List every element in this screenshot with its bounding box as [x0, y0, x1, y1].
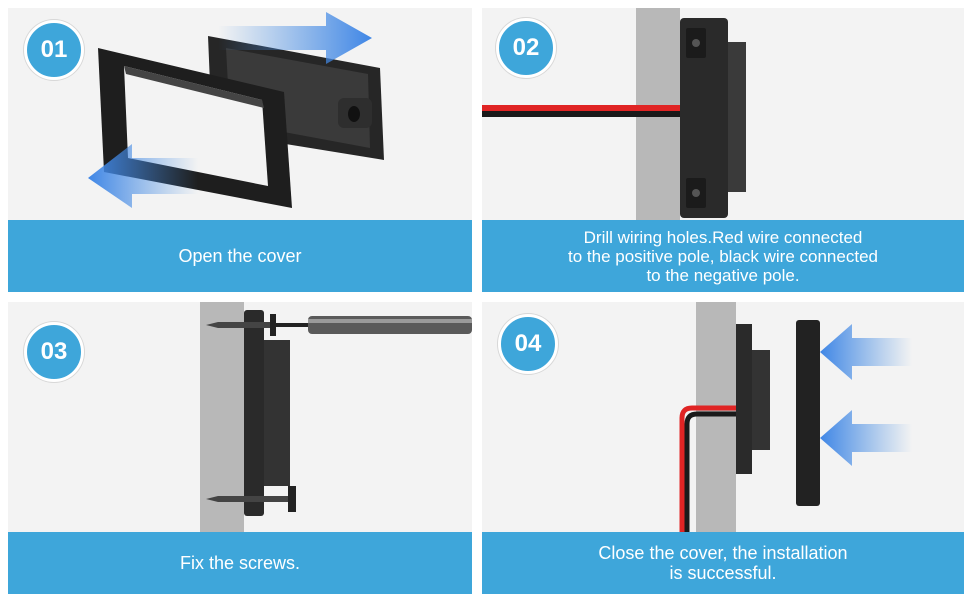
caption-line: Drill wiring holes.Red wire connected [583, 227, 863, 247]
step-caption: Fix the screws. [8, 532, 472, 594]
fix-screws-illustration [200, 302, 472, 532]
wire-pair [679, 405, 736, 532]
caption-text: Open the cover [178, 246, 302, 266]
step-number-badge: 04 [498, 314, 558, 374]
step-caption: Close the cover, the installation is suc… [482, 532, 964, 594]
caption-text: Fix the screws. [179, 553, 301, 573]
device-side [736, 324, 770, 474]
caption-line: to the positive pole, black wire connect… [568, 246, 878, 266]
step-number-badge: 03 [24, 322, 84, 382]
arrow-left-icon [820, 410, 912, 466]
screw-icon [206, 486, 296, 512]
caption-line: Close the cover, the installation [598, 543, 848, 563]
screwdriver-icon [276, 316, 472, 334]
device-side [680, 18, 746, 218]
step-number-badge: 01 [24, 20, 84, 80]
caption-line: to the negative pole. [646, 265, 800, 285]
step-2-panel: 02 Drill wiring holes.Red wire connected… [482, 8, 964, 292]
step-number-badge: 02 [496, 18, 556, 78]
arrow-right-icon [218, 12, 372, 64]
step-1-panel: 01 Open the cover [8, 8, 472, 292]
step-4-panel: 04 Close the cover, the installation is … [482, 302, 964, 594]
arrow-left-icon [820, 324, 912, 380]
arrow-left-icon [88, 144, 198, 208]
wire-pair [482, 105, 712, 117]
cover-frame [796, 320, 820, 506]
wiring-illustration [482, 8, 746, 228]
step-caption: Drill wiring holes.Red wire connected to… [482, 220, 964, 292]
wall [636, 8, 680, 228]
step-3-panel: 03 Fix the screws. [8, 302, 472, 594]
wall [696, 302, 736, 532]
caption-line: is successful. [669, 563, 777, 583]
close-cover-illustration [679, 302, 912, 532]
open-cover-illustration [88, 12, 384, 208]
wall [200, 302, 244, 532]
screw-icon [206, 314, 276, 336]
step-caption: Open the cover [8, 220, 472, 292]
device-side [244, 310, 290, 516]
